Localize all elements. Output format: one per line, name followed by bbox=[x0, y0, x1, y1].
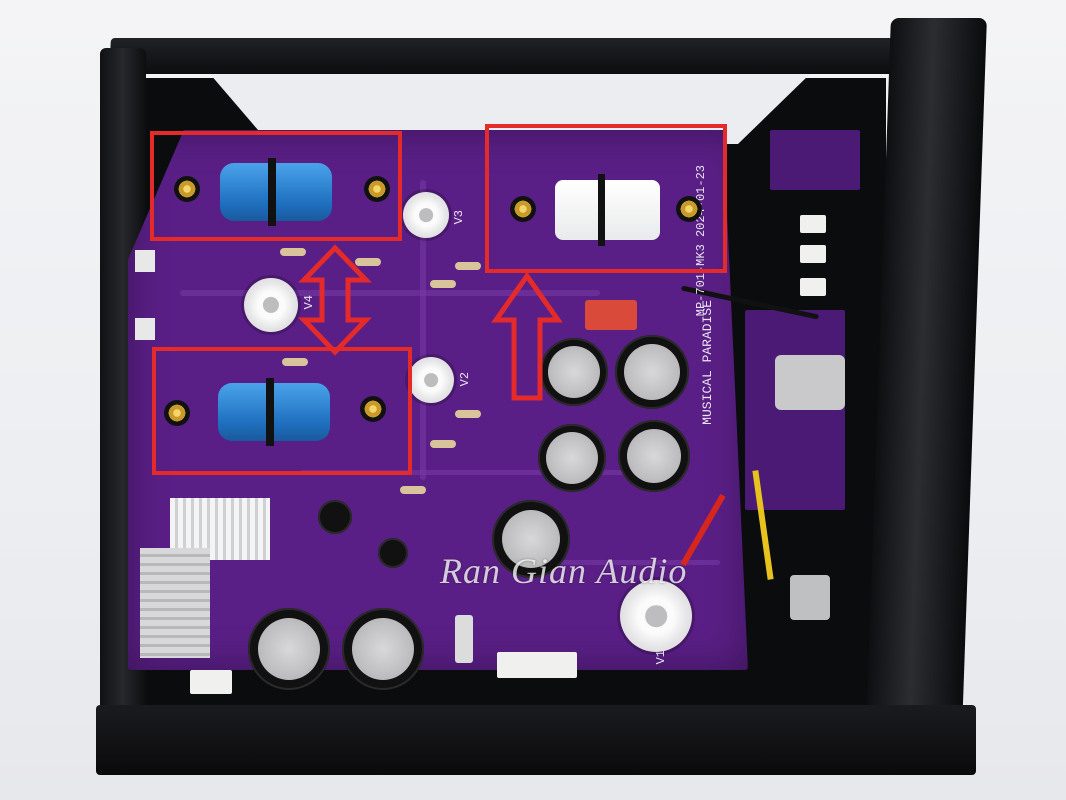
resistor bbox=[455, 262, 481, 270]
watermark-text: Ran Gian Audio bbox=[440, 551, 688, 591]
tube-socket-v1 bbox=[620, 580, 692, 652]
side-pcb-power bbox=[745, 310, 845, 510]
side-pcb-top bbox=[770, 130, 860, 190]
capacitor-top bbox=[624, 344, 680, 400]
cable-tie bbox=[266, 378, 274, 446]
resistor bbox=[400, 486, 426, 494]
tube-label: V2 bbox=[458, 372, 472, 387]
resistor bbox=[355, 258, 381, 266]
capacitor-top bbox=[627, 429, 681, 483]
binding-terminal bbox=[164, 400, 190, 426]
tube-label: V1 bbox=[654, 650, 668, 665]
cable-tie bbox=[268, 158, 276, 226]
binding-terminal bbox=[360, 396, 386, 422]
small-capacitor bbox=[318, 500, 352, 534]
up-arrow-icon bbox=[491, 271, 563, 402]
blue-capacitor-bottom bbox=[218, 383, 330, 441]
up-down-arrow-icon bbox=[298, 244, 372, 356]
blue-capacitor-top bbox=[220, 163, 332, 221]
chassis-front-rail bbox=[96, 705, 976, 775]
resistor bbox=[430, 440, 456, 448]
capacitor-top bbox=[548, 346, 600, 398]
tube-socket-v4 bbox=[244, 278, 298, 332]
capacitor-top bbox=[258, 618, 320, 680]
wire-connector bbox=[497, 652, 577, 678]
relay-module bbox=[775, 355, 845, 410]
tube-label: V3 bbox=[452, 210, 466, 225]
wire-connector bbox=[190, 670, 232, 694]
ac-switch bbox=[790, 575, 830, 620]
binding-terminal bbox=[174, 176, 200, 202]
small-capacitor bbox=[378, 538, 408, 568]
capacitor-top bbox=[352, 618, 414, 680]
connector bbox=[800, 215, 826, 233]
binding-terminal bbox=[510, 196, 536, 222]
connector bbox=[800, 278, 826, 296]
heatsink-fins bbox=[140, 548, 210, 658]
pcb-trace bbox=[300, 470, 660, 475]
side-connector bbox=[135, 318, 155, 340]
binding-terminal bbox=[676, 196, 702, 222]
tube-socket-v3 bbox=[403, 192, 449, 238]
capacitor-top bbox=[502, 510, 560, 568]
film-capacitor-red bbox=[585, 300, 637, 330]
resistor bbox=[430, 280, 456, 288]
chassis-top-rail bbox=[109, 38, 911, 74]
resistor bbox=[282, 358, 308, 366]
film-capacitor bbox=[555, 180, 660, 240]
binding-terminal bbox=[364, 176, 390, 202]
fuse bbox=[455, 615, 473, 663]
pcb-trace bbox=[420, 180, 426, 480]
tube-socket-v2 bbox=[408, 357, 454, 403]
connector bbox=[800, 245, 826, 263]
resistor bbox=[280, 248, 306, 256]
resistor bbox=[455, 410, 481, 418]
cable-tie bbox=[598, 174, 605, 246]
capacitor-top bbox=[546, 432, 598, 484]
highlight-box-top-left bbox=[150, 131, 402, 241]
pcb-trace bbox=[180, 290, 600, 296]
highlight-box-right bbox=[485, 124, 727, 273]
side-connector bbox=[135, 250, 155, 272]
pcb-trace bbox=[520, 560, 720, 565]
brand-silkscreen: MUSICAL PARADISE bbox=[700, 300, 715, 425]
highlight-box-bottom-left bbox=[152, 347, 412, 475]
